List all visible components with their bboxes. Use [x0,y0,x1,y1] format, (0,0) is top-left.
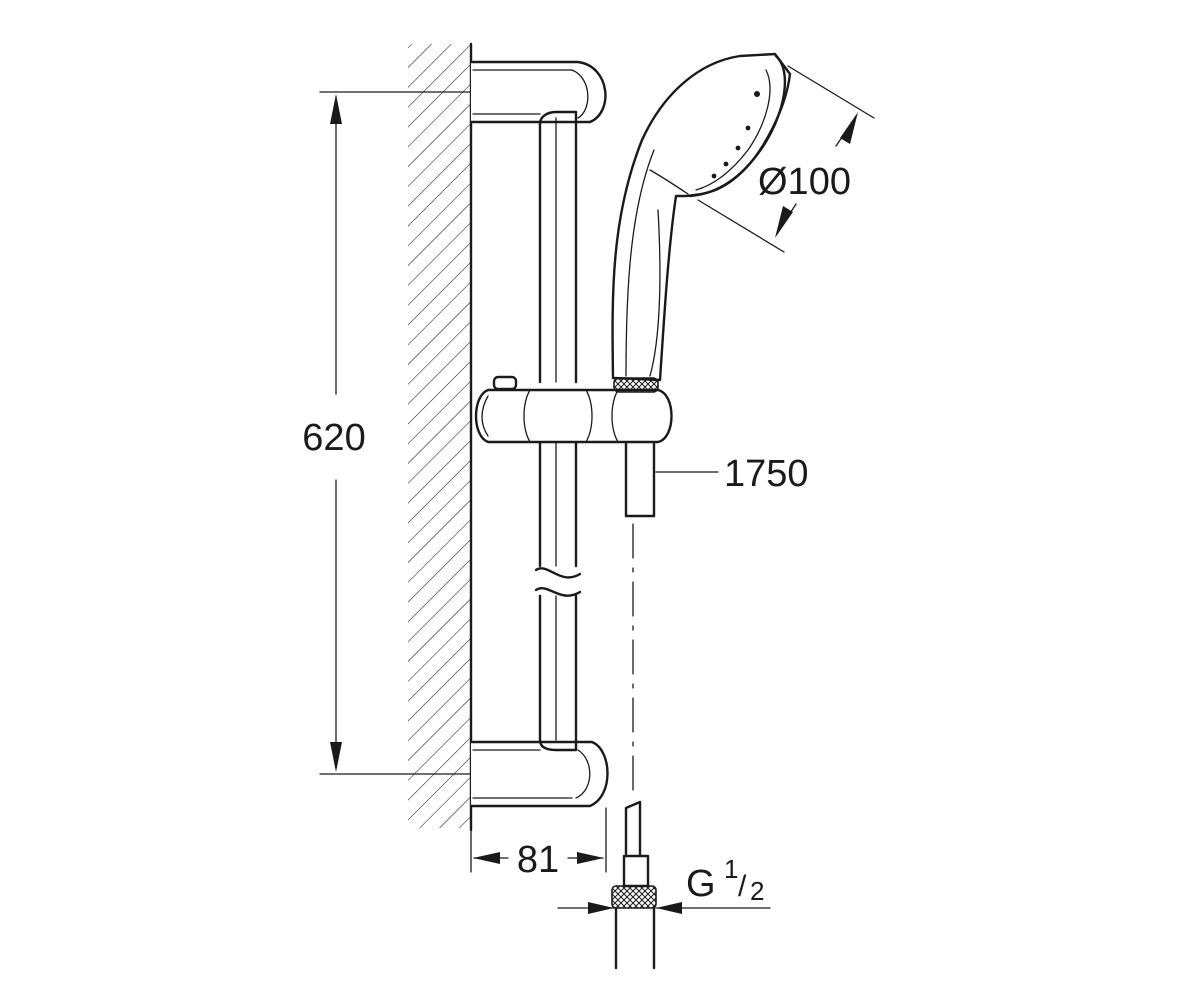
dimension-arrow [775,206,793,238]
dimension-arrow [588,902,614,914]
dimension-arrow [330,742,342,772]
dimension-hose-length-label: 1750 [724,453,809,495]
shower-hose [611,442,657,970]
top-wall-bracket [469,60,607,124]
dimension-depth-label: 81 [517,839,559,881]
spray-nozzle [754,91,760,97]
wall-hatching [408,44,471,828]
dimension-hose-length: 1750 [655,453,809,495]
thread-slash: / [738,870,747,903]
wall [408,42,473,832]
hose-knurled-nut [611,885,657,909]
spray-nozzle [745,125,751,131]
rail-break-mark [534,587,582,597]
shower-rail [534,110,582,752]
hand-shower-knurled-nut [613,377,659,393]
hand-shower-outline [611,52,792,382]
dimension-arrow [473,852,500,864]
rail-break-mark [534,567,582,579]
dimension-height-label: 620 [302,417,365,459]
hand-shower [611,52,792,393]
spray-face [688,54,787,198]
dimension-arrow [330,94,342,124]
spray-nozzle [735,145,741,151]
dimension-arrow [840,112,858,144]
dimension-arrow [656,902,682,914]
dimension-thread: G 1 / 2 [557,854,771,914]
dimension-height: 620 [302,91,471,775]
thread-letter: G [686,863,716,905]
dimension-head-diameter-label: Ø100 [758,161,851,203]
dimension-head-diameter: Ø100 [697,65,875,253]
thread-denominator: 2 [750,876,764,906]
spray-nozzle [723,161,729,167]
spray-nozzle [711,173,717,179]
slider-button [492,375,518,391]
dimension-arrow [577,852,604,864]
dimension-depth: 81 [470,807,607,881]
thread-numerator: 1 [724,854,738,884]
slider-holder [474,375,673,444]
bottom-wall-bracket [469,740,609,808]
